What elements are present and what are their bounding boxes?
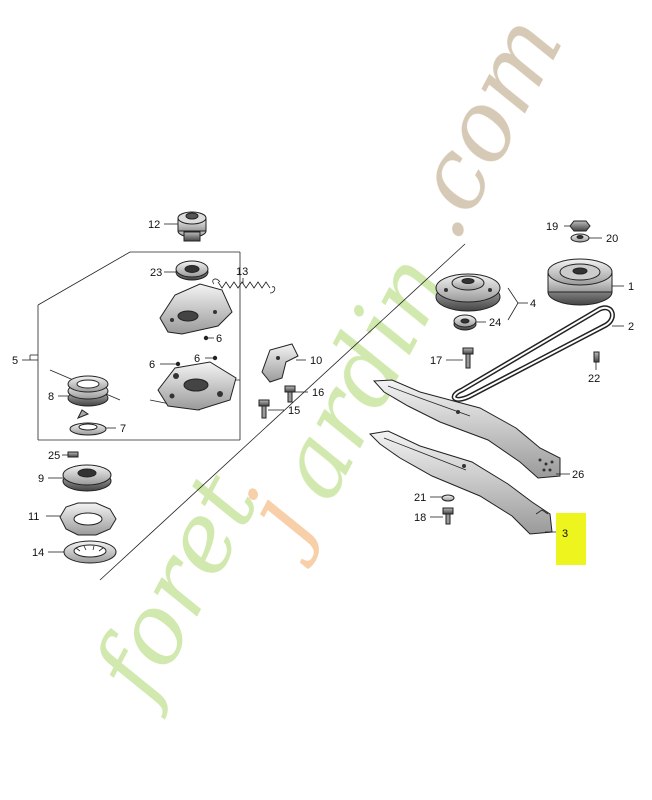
part-20-washer: [570, 233, 590, 243]
callout-1[interactable]: 1: [628, 281, 634, 293]
leader-lines: [22, 223, 624, 553]
part-11-ring: [59, 502, 117, 536]
part-12-cap: [177, 211, 207, 242]
part-1-pulley: [547, 258, 613, 306]
callout-9[interactable]: 9: [38, 473, 44, 485]
part-16-bolt: [284, 385, 296, 403]
callout-13[interactable]: 13: [236, 266, 248, 278]
part-7-clip: [69, 409, 107, 436]
part-19-nut: [569, 220, 591, 232]
callout-6b[interactable]: 6: [149, 359, 155, 371]
bracket-4: [507, 287, 528, 321]
callout-5[interactable]: 5: [12, 355, 18, 367]
callout-7[interactable]: 7: [120, 423, 126, 435]
part-26-blade: [372, 379, 561, 479]
callout-17[interactable]: 17: [430, 355, 442, 367]
callout-22[interactable]: 22: [588, 373, 600, 385]
part-8-coil: [67, 375, 109, 407]
callout-4[interactable]: 4: [530, 298, 536, 310]
part-21-washer: [441, 494, 455, 502]
part-4-assembly: [435, 273, 501, 312]
part-17-bolt: [462, 347, 474, 369]
callout-12[interactable]: 12: [148, 219, 160, 231]
callout-26[interactable]: 26: [572, 469, 584, 481]
part-upper-plate: [159, 283, 233, 335]
callout-23[interactable]: 23: [150, 267, 162, 279]
callout-16[interactable]: 16: [312, 387, 324, 399]
callout-20[interactable]: 20: [606, 233, 618, 245]
callout-24[interactable]: 24: [489, 317, 501, 329]
callout-6c[interactable]: 6: [194, 353, 200, 365]
callout-8[interactable]: 8: [48, 391, 54, 403]
part-15-bolt: [258, 399, 270, 419]
part-10-bracket: [261, 343, 299, 383]
part-6-pins: [175, 335, 218, 367]
callout-3[interactable]: 3: [562, 528, 568, 540]
highlight-part-3: [556, 513, 586, 565]
blade-26-holes: [538, 458, 554, 472]
callout-2[interactable]: 2: [628, 321, 634, 333]
part-14-washer: [63, 540, 117, 564]
callout-18[interactable]: 18: [414, 512, 426, 524]
callout-6a[interactable]: 6: [216, 333, 222, 345]
callouts: 12 23 13 6 6 6 5 10 16 15 8 7 25 9 11 14…: [12, 219, 634, 559]
part-13-spring: [212, 278, 276, 294]
group-outline-left: [29, 243, 466, 581]
callout-19[interactable]: 19: [546, 221, 558, 233]
part-2-belt: [451, 305, 615, 402]
watermark-text-brown: .com: [376, 0, 584, 256]
part-23-bearing: [175, 260, 209, 281]
part-lower-plate: [157, 361, 237, 411]
part-9-disc: [62, 464, 112, 492]
callout-11[interactable]: 11: [28, 511, 39, 523]
part-25-screw: [67, 451, 79, 458]
callout-21[interactable]: 21: [414, 492, 426, 504]
part-18-bolt: [442, 507, 454, 525]
part-24-bearing: [453, 314, 477, 331]
callout-14[interactable]: 14: [32, 547, 44, 559]
callout-15[interactable]: 15: [288, 405, 300, 417]
callout-25[interactable]: 25: [48, 450, 60, 462]
part-22-key: [593, 351, 600, 363]
callout-10[interactable]: 10: [310, 355, 322, 367]
